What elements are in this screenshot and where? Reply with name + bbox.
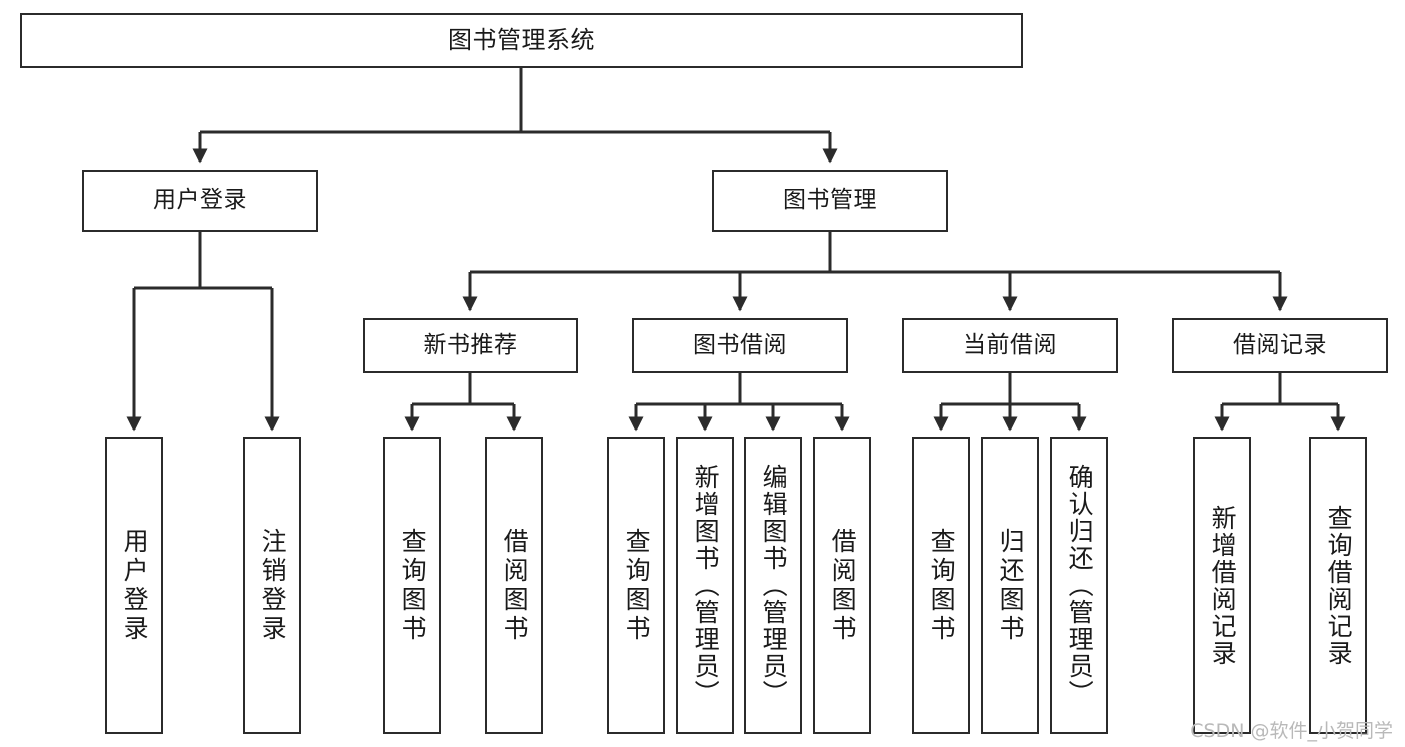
node-label: 查询借阅记录 xyxy=(1324,504,1354,667)
node-root-system[interactable]: 图书管理系统 xyxy=(20,13,1023,68)
leaf-borrow-add-book-admin[interactable]: 新增图书（管理员） xyxy=(676,437,734,734)
node-current-borrow[interactable]: 当前借阅 xyxy=(902,318,1118,373)
node-label: 借阅图书 xyxy=(500,527,530,644)
leaf-current-return-book[interactable]: 归还图书 xyxy=(981,437,1039,734)
node-book-borrow[interactable]: 图书借阅 xyxy=(632,318,848,373)
node-label: 注销登录 xyxy=(258,527,288,644)
leaf-current-query-book[interactable]: 查询图书 xyxy=(912,437,970,734)
node-label: 确认归还（管理员） xyxy=(1065,464,1095,707)
node-label: 用户登录 xyxy=(120,527,150,644)
node-label: 查询图书 xyxy=(622,527,652,644)
leaf-user-login-logout[interactable]: 注销登录 xyxy=(243,437,301,734)
node-label: 查询图书 xyxy=(927,527,957,644)
node-new-book-recommend[interactable]: 新书推荐 xyxy=(363,318,578,373)
leaf-borrow-borrow-book[interactable]: 借阅图书 xyxy=(813,437,871,734)
node-label: 新书推荐 xyxy=(423,331,518,358)
node-label: 新增图书（管理员） xyxy=(691,464,721,707)
node-label: 借阅图书 xyxy=(828,527,858,644)
leaf-recommend-borrow-book[interactable]: 借阅图书 xyxy=(485,437,543,734)
node-label: 图书管理 xyxy=(783,187,877,214)
node-label: 归还图书 xyxy=(996,527,1026,644)
leaf-record-add-record[interactable]: 新增借阅记录 xyxy=(1193,437,1251,734)
node-borrow-record[interactable]: 借阅记录 xyxy=(1172,318,1388,373)
node-label: 当前借阅 xyxy=(963,331,1057,358)
leaf-current-confirm-return-admin[interactable]: 确认归还（管理员） xyxy=(1050,437,1108,734)
node-label: 借阅记录 xyxy=(1233,331,1327,358)
leaf-borrow-edit-book-admin[interactable]: 编辑图书（管理员） xyxy=(744,437,802,734)
node-user-login[interactable]: 用户登录 xyxy=(82,170,318,232)
node-label: 图书借阅 xyxy=(693,331,787,358)
node-label: 图书管理系统 xyxy=(448,26,595,55)
node-label: 用户登录 xyxy=(153,187,247,214)
node-label: 新增借阅记录 xyxy=(1208,504,1238,667)
node-label: 查询图书 xyxy=(398,527,428,644)
leaf-user-login-login[interactable]: 用户登录 xyxy=(105,437,163,734)
leaf-record-query-record[interactable]: 查询借阅记录 xyxy=(1309,437,1367,734)
node-label: 编辑图书（管理员） xyxy=(759,464,789,707)
node-book-management[interactable]: 图书管理 xyxy=(712,170,948,232)
leaf-recommend-query-book[interactable]: 查询图书 xyxy=(383,437,441,734)
leaf-borrow-query-book[interactable]: 查询图书 xyxy=(607,437,665,734)
